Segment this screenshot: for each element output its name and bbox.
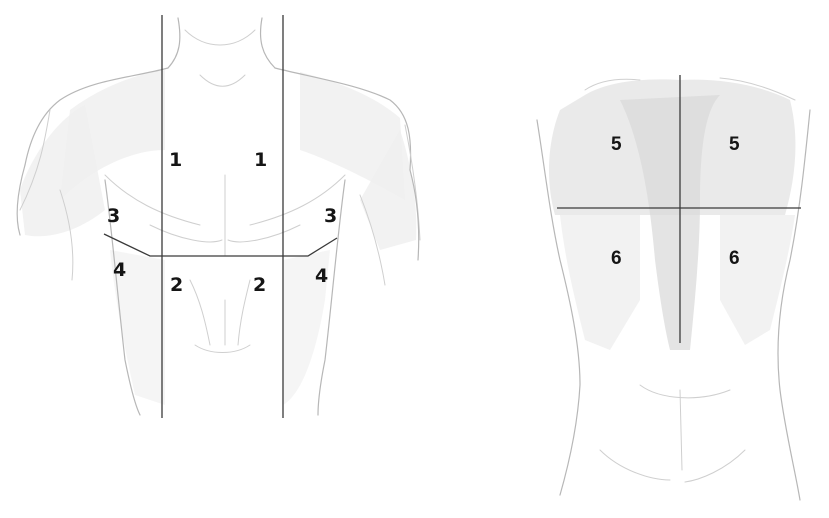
zone-3-right-label: 3 <box>324 205 337 227</box>
zone-4-right-label: 4 <box>315 265 328 287</box>
zone-2-left-label: 2 <box>170 274 183 296</box>
zone-5-right-label: 5 <box>729 134 740 155</box>
zone-5-left-label: 5 <box>611 134 622 155</box>
back-torso-sketch <box>537 78 810 500</box>
zone-6-right-label: 6 <box>729 248 740 269</box>
front-torso-sketch <box>17 18 420 415</box>
zone-2-right-label: 2 <box>253 274 266 296</box>
zone-4-left-label: 4 <box>113 259 126 281</box>
front-costal-margin-line <box>104 234 337 256</box>
zone-6-left-label: 6 <box>611 248 622 269</box>
zone-1-left-label: 1 <box>169 149 182 171</box>
zone-1-right-label: 1 <box>254 149 267 171</box>
zone-3-left-label: 3 <box>107 205 120 227</box>
